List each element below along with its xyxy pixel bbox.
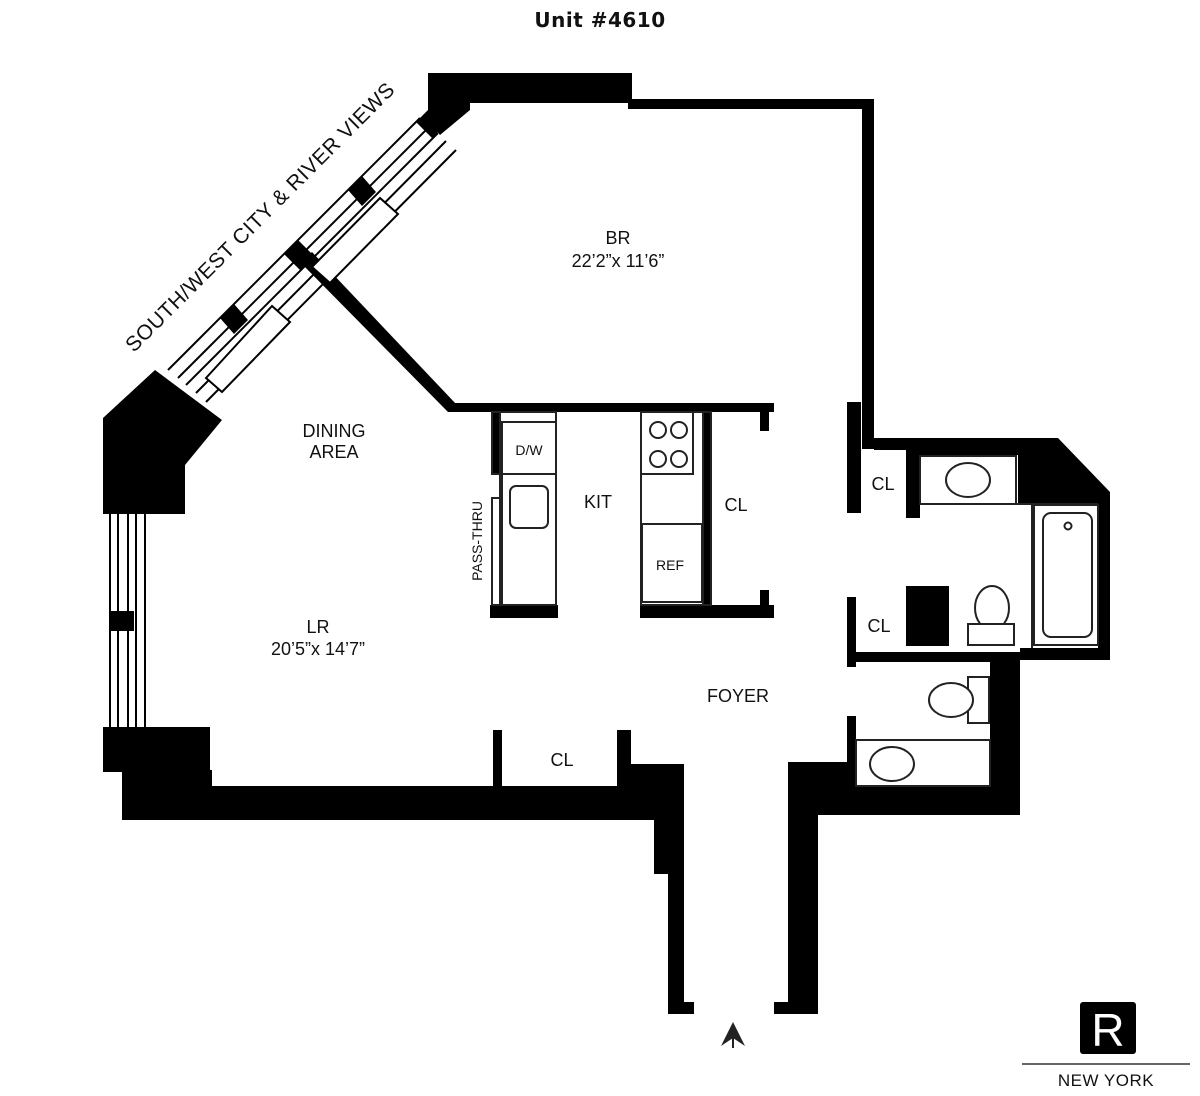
burner-icon <box>649 421 667 439</box>
room-dining-line1: DINING <box>303 421 366 441</box>
wall-cl-lower-pier <box>906 586 949 646</box>
refrigerator-label: REF <box>656 557 684 573</box>
brand-logo: R NEW YORK <box>1022 1002 1190 1090</box>
kitchen-fixtures <box>491 411 712 606</box>
dishwasher <box>501 421 557 475</box>
entry-arrow-icon <box>721 1022 745 1046</box>
closet-lower-label: CL <box>867 616 890 636</box>
wall-corner-pier-upper <box>103 370 222 514</box>
dishwasher-label: D/W <box>515 442 543 458</box>
wall-kit-stub-bottom <box>760 590 769 618</box>
wall-br-diagonal <box>300 252 456 412</box>
wall-cl-upper-bottom <box>847 505 861 513</box>
burner-icon <box>649 450 667 468</box>
wall-bath-lower-right <box>990 652 1020 815</box>
refrigerator <box>641 523 703 603</box>
closet-lr-label: CL <box>550 750 573 770</box>
room-dining-line2: AREA <box>309 442 358 462</box>
burner-icon <box>670 421 688 439</box>
sink-upper-icon <box>945 462 991 498</box>
wall-kit-bottom-left <box>490 605 558 618</box>
wall-cl-left <box>493 730 502 790</box>
logo-city: NEW YORK <box>1058 1071 1154 1090</box>
walls <box>103 73 1110 1014</box>
wall-cl-upper-left <box>847 402 861 512</box>
wall-br-right <box>862 99 874 449</box>
window-ledge-upper <box>310 196 400 285</box>
room-kit-name: KIT <box>584 492 612 512</box>
drain-icon <box>1063 521 1073 531</box>
room-foyer-name: FOYER <box>707 686 769 706</box>
closet-upper-label: CL <box>871 474 894 494</box>
wall-bath-top <box>874 438 1110 660</box>
wall-br-bottom <box>448 403 774 412</box>
toilet-lower-icon <box>928 682 974 718</box>
room-lr-dims: 20’5”x 14’7” <box>271 639 365 659</box>
closet-kit-label: CL <box>724 495 747 515</box>
wall-corner-pier-lower <box>103 727 210 772</box>
window-ledge-lower <box>204 304 292 394</box>
wall-cl-lower-left <box>847 597 856 667</box>
toilet-tank-upper <box>967 623 1015 646</box>
room-lr-name: LR <box>306 617 329 637</box>
wall-entry-right <box>774 648 1110 1014</box>
bath-fixtures <box>855 455 1099 787</box>
counter-right-edge <box>702 411 712 606</box>
bathtub-inner <box>1042 512 1093 638</box>
counter-left-strip <box>491 411 501 475</box>
wall-bath-mid <box>847 652 1020 662</box>
wall-bath-lower <box>847 716 856 796</box>
sink-lower-icon <box>869 746 915 782</box>
room-br-name: BR <box>605 228 630 248</box>
wall-lr-bottom <box>122 786 664 820</box>
sink-basin <box>509 485 549 529</box>
logo-badge <box>1080 1002 1136 1054</box>
wall-kit-stub-top <box>760 403 769 431</box>
logo-letter: R <box>1091 1004 1124 1056</box>
window-mullions <box>110 108 446 631</box>
wall-entry-left <box>617 764 694 1014</box>
pass-thru-strip <box>491 497 501 606</box>
room-br-dims: 22’2”x 11’6” <box>572 251 665 271</box>
wall-top <box>628 99 874 109</box>
page-title: Unit #4610 <box>534 8 666 32</box>
pass-thru-label: PASS-THRU <box>469 501 485 581</box>
burner-icon <box>670 450 688 468</box>
wall-kit-bottom-right <box>640 605 774 618</box>
